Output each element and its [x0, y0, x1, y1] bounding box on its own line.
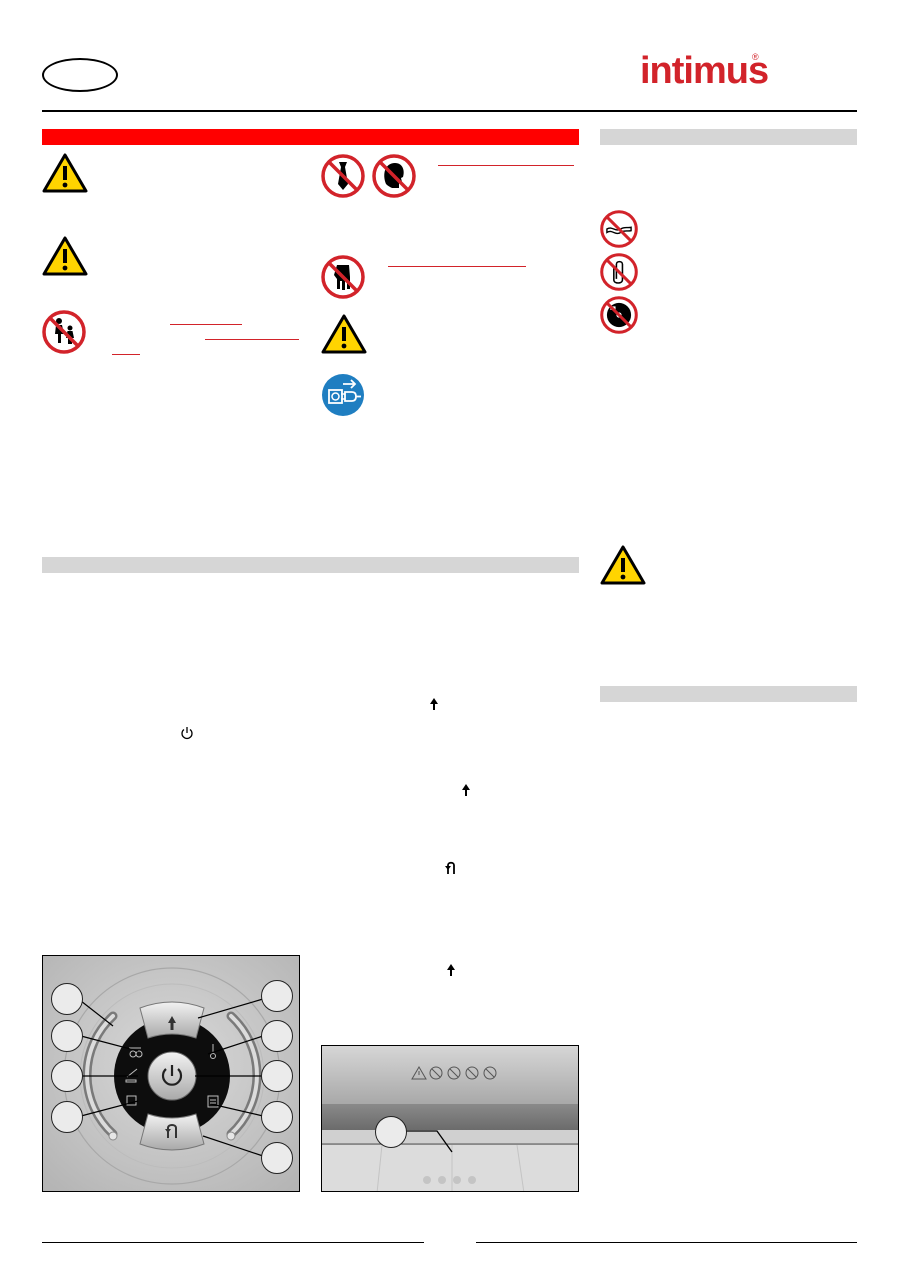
- forward-arrow-icon: [460, 783, 472, 800]
- link-underline: [170, 324, 242, 325]
- header-rule: [42, 110, 857, 112]
- callout-marker: [51, 1020, 83, 1052]
- warning-triangle-icon: [600, 545, 646, 585]
- footer-rule-left: [42, 1242, 424, 1243]
- forward-arrow-icon: [428, 697, 440, 714]
- callout-marker: [261, 1060, 293, 1092]
- power-icon: [180, 726, 194, 743]
- link-underline: [438, 165, 574, 166]
- callout-marker: [261, 1142, 293, 1174]
- no-film-icon: [600, 210, 638, 248]
- callout-marker: [375, 1116, 407, 1148]
- forward-arrow-icon: [445, 963, 457, 980]
- no-long-hair-icon: [372, 154, 416, 198]
- safety-section-bar: [42, 129, 579, 145]
- right-section-bar-1: [600, 129, 857, 145]
- language-code-oval: [42, 58, 118, 92]
- unplug-mains-icon: [321, 373, 365, 417]
- warning-triangle-icon: [42, 236, 88, 276]
- control-panel-section-bar: [42, 557, 579, 573]
- no-paper-clip-icon: [600, 253, 638, 291]
- warning-triangle-icon: [321, 314, 367, 354]
- right-section-bar-2: [600, 686, 857, 702]
- control-panel-photo: [42, 955, 300, 1192]
- no-cd-icon: [600, 296, 638, 334]
- registered-mark: ®: [752, 52, 759, 62]
- callout-marker: [51, 1060, 83, 1092]
- callout-marker: [261, 1020, 293, 1052]
- warning-triangle-icon: [42, 153, 88, 193]
- no-tie-icon: [321, 154, 365, 198]
- link-underline: [112, 354, 140, 355]
- footer-rule-right: [476, 1242, 857, 1243]
- callout-marker: [261, 1101, 293, 1133]
- no-hand-icon: [321, 255, 365, 299]
- link-underline: [205, 339, 299, 340]
- brand-name: intimus: [640, 50, 769, 92]
- reverse-arrow-icon: [444, 861, 458, 878]
- link-underline: [388, 266, 526, 267]
- paper-feed-slot-photo: [321, 1045, 579, 1192]
- callout-marker: [51, 983, 83, 1015]
- callout-marker: [261, 980, 293, 1012]
- no-children-icon: [42, 310, 86, 354]
- brand-logo: intimus ®: [640, 50, 770, 96]
- callout-marker: [51, 1101, 83, 1133]
